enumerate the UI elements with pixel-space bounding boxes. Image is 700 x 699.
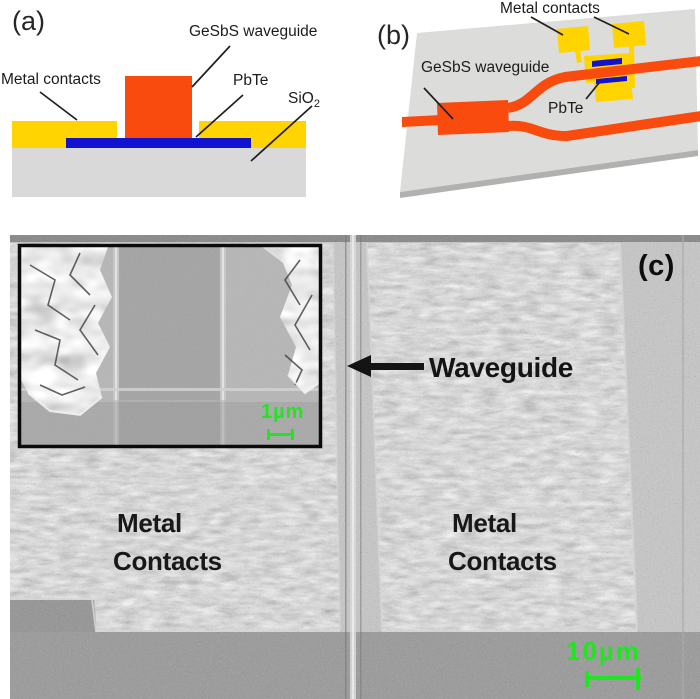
sio2-subscript: 2 bbox=[313, 98, 320, 111]
waveguide-3d bbox=[506, 56, 700, 142]
chip-plate-side bbox=[400, 150, 698, 198]
panel-b-pbte-label: PbTe bbox=[548, 100, 584, 117]
main-scalebar bbox=[585, 668, 641, 690]
panel-a-sio2-label: SiO2 bbox=[288, 90, 320, 110]
panel-b-waveguide-label: GeSbS waveguide bbox=[421, 59, 550, 76]
panel-b-graphic bbox=[400, 9, 700, 198]
inset-grain bbox=[21, 247, 319, 445]
scalebar-10um-label: 10µm bbox=[566, 636, 642, 666]
panel-a-tag: (a) bbox=[12, 6, 45, 36]
pbte-strip-bottom bbox=[596, 76, 627, 84]
panel-c-tag: (c) bbox=[638, 250, 675, 282]
scalebar-1um-label: 1µm bbox=[261, 401, 305, 423]
panel-a-metal-contacts-label: Metal contacts bbox=[1, 71, 101, 88]
waveguide-input bbox=[402, 115, 441, 127]
inset-border bbox=[17, 243, 323, 449]
metal-trace-left bbox=[575, 50, 582, 63]
sem-inset bbox=[17, 243, 323, 449]
arrow-left-icon bbox=[347, 355, 424, 377]
panel-b-metal-contacts-label: Metal contacts bbox=[500, 0, 600, 17]
panel-a-waveguide-label: GeSbS waveguide bbox=[189, 23, 318, 40]
metal-pad-bottom bbox=[594, 80, 633, 102]
panel-a-pbte-label: PbTe bbox=[233, 72, 269, 89]
right-contact-label-line1: Metal bbox=[452, 508, 517, 538]
pbte-layer bbox=[66, 138, 251, 148]
panel-c-waveguide-label: Waveguide bbox=[429, 352, 574, 383]
metal-pad-top-left bbox=[557, 26, 590, 53]
right-contact-label-line2: Contacts bbox=[448, 546, 557, 576]
leader-lines bbox=[423, 16, 630, 120]
panel-c-sem-image bbox=[10, 235, 700, 699]
waveguide-mmi bbox=[437, 100, 509, 135]
sio2-main: SiO bbox=[288, 90, 314, 107]
sio2-substrate bbox=[12, 148, 306, 197]
waveguide-core bbox=[125, 76, 192, 138]
inset-scalebar bbox=[267, 429, 294, 440]
panel-a-graphic bbox=[12, 45, 313, 197]
metal-pad-top-right bbox=[612, 21, 646, 48]
pbte-strip-top bbox=[592, 58, 622, 67]
leader-lines bbox=[39, 45, 313, 162]
left-contact-label-line1: Metal bbox=[117, 508, 182, 538]
left-contact-label-line2: Contacts bbox=[113, 546, 222, 576]
panel-b-tag: (b) bbox=[377, 20, 410, 50]
